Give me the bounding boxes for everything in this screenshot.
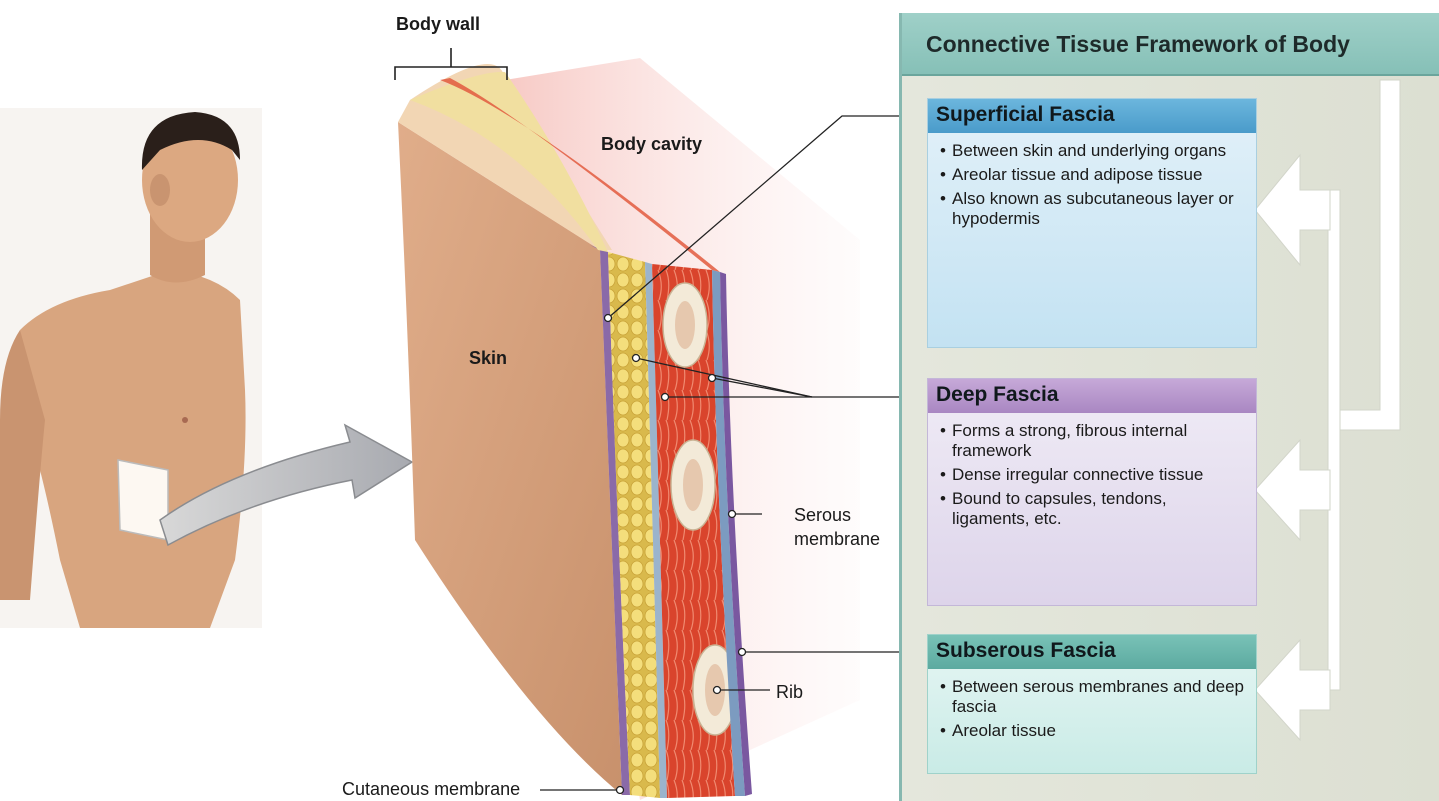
superficial-fascia-title: Superficial Fascia: [928, 99, 1256, 133]
deep-fascia-title: Deep Fascia: [928, 379, 1256, 413]
deep-bullet-2: Dense irregular connective tissue: [940, 465, 1248, 485]
subserous-fascia-title: Subserous Fascia: [928, 635, 1256, 669]
subserous-bullet-2: Areolar tissue: [940, 721, 1248, 741]
superficial-fascia-box: Superficial Fascia Between skin and unde…: [927, 98, 1257, 348]
subserous-fascia-box: Subserous Fascia Between serous membrane…: [927, 634, 1257, 774]
superficial-bullet-3: Also known as subcutaneous layer or hypo…: [940, 189, 1248, 229]
deep-fascia-box: Deep Fascia Forms a strong, fibrous inte…: [927, 378, 1257, 606]
deep-bullet-1: Forms a strong, fibrous internal framewo…: [940, 421, 1248, 461]
deep-bullet-3: Bound to capsules, tendons, ligaments, e…: [940, 489, 1248, 529]
superficial-bullet-1: Between skin and underlying organs: [940, 141, 1248, 161]
superficial-bullet-2: Areolar tissue and adipose tissue: [940, 165, 1248, 185]
subserous-bullet-1: Between serous membranes and deep fascia: [940, 677, 1248, 717]
